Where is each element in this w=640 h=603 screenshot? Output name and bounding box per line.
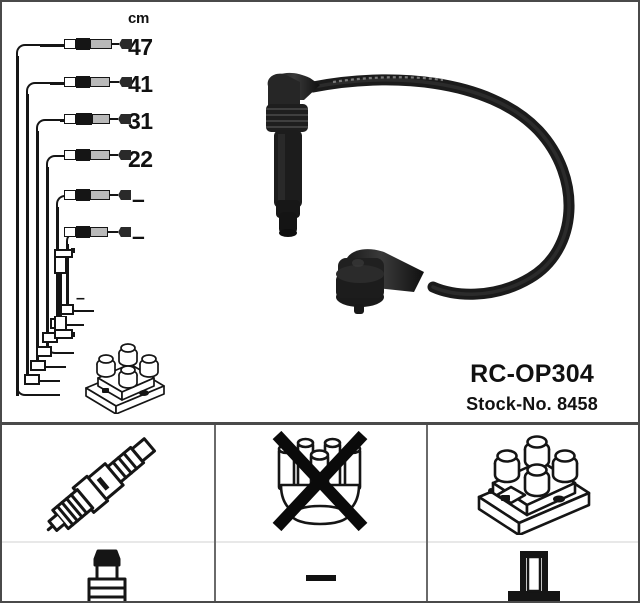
harness-corner-4 (46, 155, 72, 169)
connector-row-2 (64, 75, 134, 89)
harness-drop-4 (46, 167, 49, 353)
connector-row-5 (64, 188, 134, 202)
short-cable-length-marker: – (76, 290, 85, 307)
harness-tail-2 (50, 379, 60, 382)
harness-tail-6 (90, 309, 94, 312)
stock-number: Stock-No. 8458 (466, 394, 598, 414)
connector-row-1 (64, 37, 134, 51)
harness-corner-1 (16, 44, 42, 58)
panel-spark-plug-bottom (2, 541, 214, 601)
cable-length-5: – (132, 186, 145, 212)
harness-tail-4 (70, 351, 74, 354)
harness-lead-2 (50, 82, 66, 85)
product-code: RC-OP304 (470, 360, 594, 388)
connector-row-4 (64, 148, 134, 162)
harness-tail-5 (80, 323, 84, 326)
panel-spark-plug-top (2, 425, 214, 541)
panel-distributor-top (216, 425, 426, 541)
panel-coil-bottom (428, 541, 638, 601)
cable-length-6: – (132, 223, 145, 249)
harness-drop-2 (26, 94, 29, 382)
panel-coil (428, 425, 638, 601)
short-cable-assembly (48, 248, 98, 340)
ignition-coil-pack-diagram (80, 338, 170, 414)
cable-length-4: 22 (128, 146, 153, 172)
cable-length-1: 47 (128, 34, 153, 60)
harness-tail-1 (40, 393, 60, 396)
harness-tail-3 (60, 365, 66, 368)
harness-lead-1 (40, 44, 66, 47)
harness-corner-2 (26, 82, 52, 96)
harness-corner-3 (36, 119, 62, 133)
panel-coil-top (428, 425, 638, 541)
panel-distributor-bottom (216, 541, 426, 601)
connector-row-6 (64, 225, 134, 239)
spark-plug-icon (46, 437, 157, 532)
ignition-coil-pack-icon (477, 435, 591, 535)
distributor-not-applicable-marker (306, 574, 336, 581)
harness-terminal-1 (24, 374, 40, 385)
harness-terminal-2 (30, 360, 46, 371)
application-panels (2, 422, 638, 601)
distributor-cap-crossed-out-icon (272, 431, 368, 532)
main-cable-photo (238, 60, 578, 350)
short-cable-wire (59, 272, 62, 318)
connector-row-3 (64, 112, 134, 126)
harness-corner-end-1 (16, 380, 42, 396)
spark-plug-boot-icon (87, 549, 127, 601)
panel-spark-plug (2, 425, 214, 601)
cable-length-2: 41 (128, 71, 153, 97)
unit-header: cm (128, 10, 150, 27)
harness-drop-3 (36, 131, 39, 367)
panel-distributor (214, 425, 428, 601)
cable-length-3: 31 (128, 108, 153, 134)
harness-terminal-3 (36, 346, 52, 357)
harness-drop-6 (66, 244, 69, 310)
coil-tower-terminal-icon (508, 550, 560, 601)
harness-drop-1 (16, 56, 19, 396)
